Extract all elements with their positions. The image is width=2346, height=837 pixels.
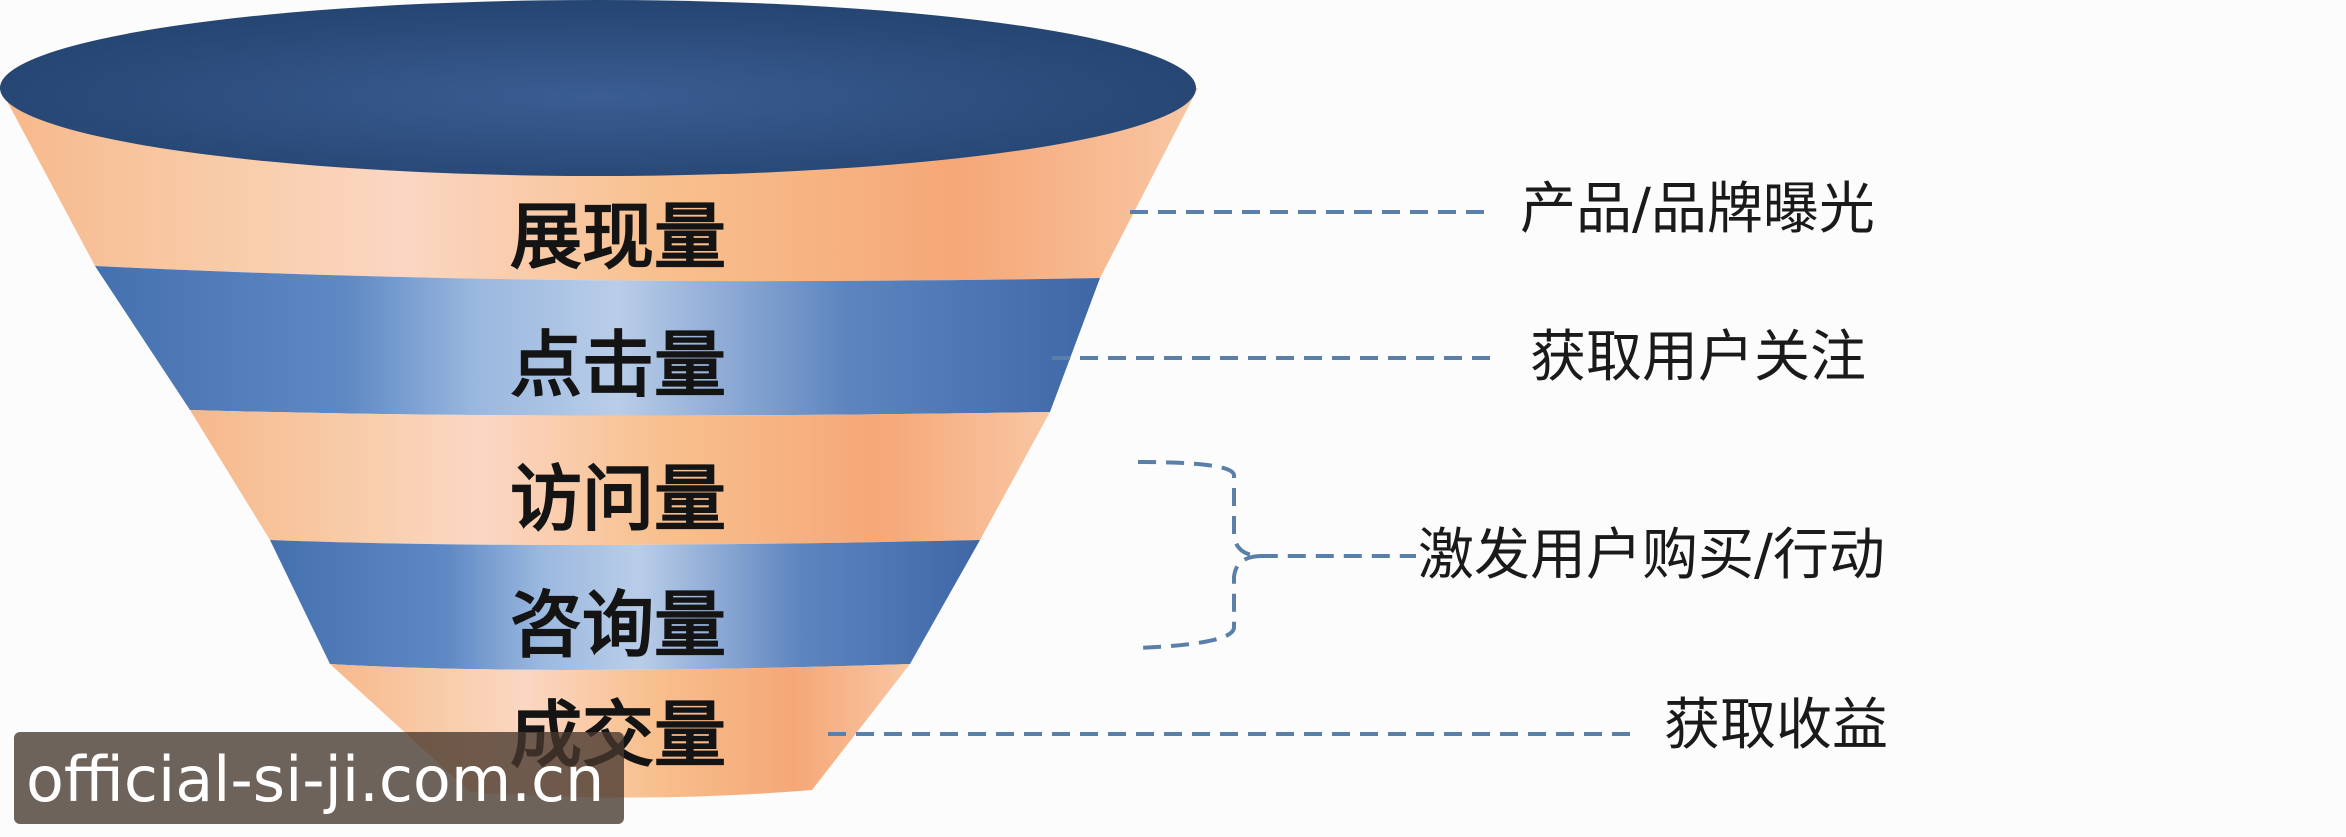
bracket-action — [1137, 460, 1416, 650]
annotation-attention: 获取用户关注 — [1530, 325, 1866, 390]
watermark-background — [14, 732, 624, 824]
funnel-band-4 — [270, 540, 980, 670]
stage-label-inquiries: 咨询量 — [510, 583, 726, 667]
watermark-text: official-si-ji.com.cn — [26, 743, 605, 816]
annotation-revenue: 获取收益 — [1664, 693, 1888, 758]
stage-label-visits: 访问量 — [510, 457, 726, 541]
funnel-band-3 — [190, 410, 1050, 545]
funnel-band-2 — [95, 266, 1100, 416]
stage-label-impressions: 展现量 — [510, 195, 726, 279]
stage-label-clicks: 点击量 — [510, 323, 726, 407]
annotation-action: 激发用户购买/行动 — [1418, 523, 1885, 588]
funnel-top-opening — [0, 0, 1196, 176]
annotation-exposure: 产品/品牌曝光 — [1520, 177, 1875, 242]
